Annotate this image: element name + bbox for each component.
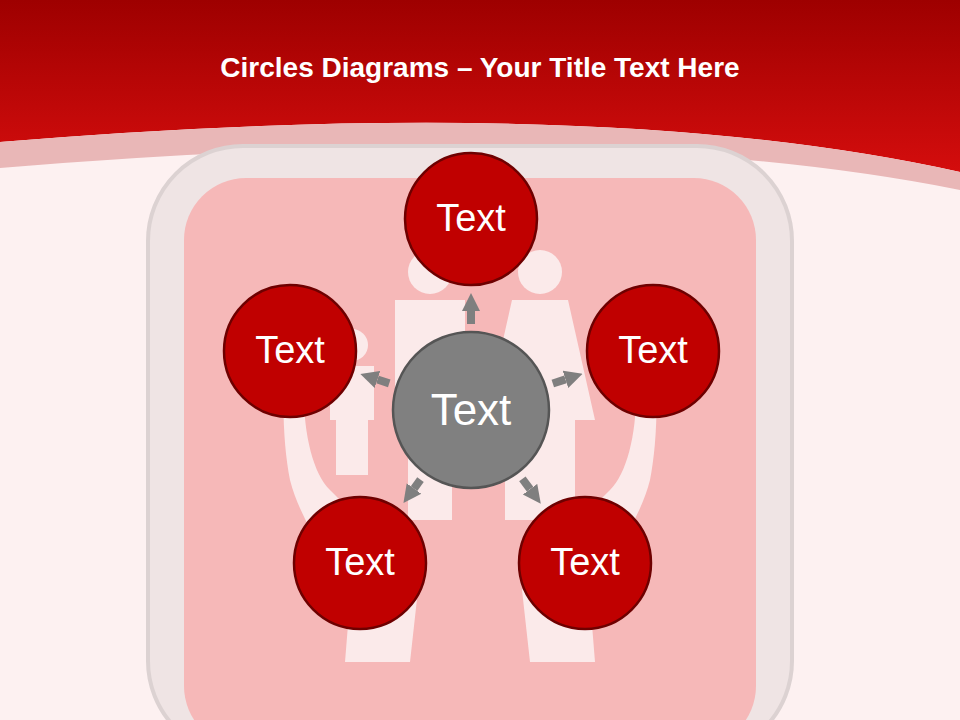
circle-label: Text — [255, 330, 325, 372]
outer-circle: Text — [292, 495, 428, 631]
text-holder: Text — [403, 151, 539, 287]
circle-shape — [294, 497, 426, 629]
hub-circle: Text — [391, 330, 551, 490]
text-holder: Text — [292, 495, 428, 631]
text-holder: Text — [391, 330, 551, 490]
outer-circle: Text — [585, 283, 721, 419]
arrow-connector — [414, 480, 420, 489]
circle-shape — [224, 285, 356, 417]
circle-shape — [393, 332, 549, 488]
text-holder: Text — [222, 283, 358, 419]
icon-frame — [148, 146, 792, 720]
outer-circle: Text — [222, 283, 358, 419]
arrow-connector — [553, 379, 566, 383]
circle-shape — [587, 285, 719, 417]
circle-label: Text — [436, 198, 506, 240]
arrow-connector — [467, 311, 475, 324]
arrow-connector — [377, 380, 389, 384]
circle-label: Text — [431, 386, 512, 434]
circle-shape — [519, 497, 651, 629]
circle-shape — [405, 153, 537, 285]
text-holder: Text — [585, 283, 721, 419]
text-holder: Text — [517, 495, 653, 631]
slide-title: Circles Diagrams – Your Title Text Here — [220, 52, 739, 84]
outer-circle: Text — [403, 151, 539, 287]
circle-label: Text — [618, 330, 688, 372]
circle-label: Text — [550, 542, 620, 584]
arrow-connector — [522, 479, 530, 489]
circle-label: Text — [325, 542, 395, 584]
outer-circle: Text — [517, 495, 653, 631]
